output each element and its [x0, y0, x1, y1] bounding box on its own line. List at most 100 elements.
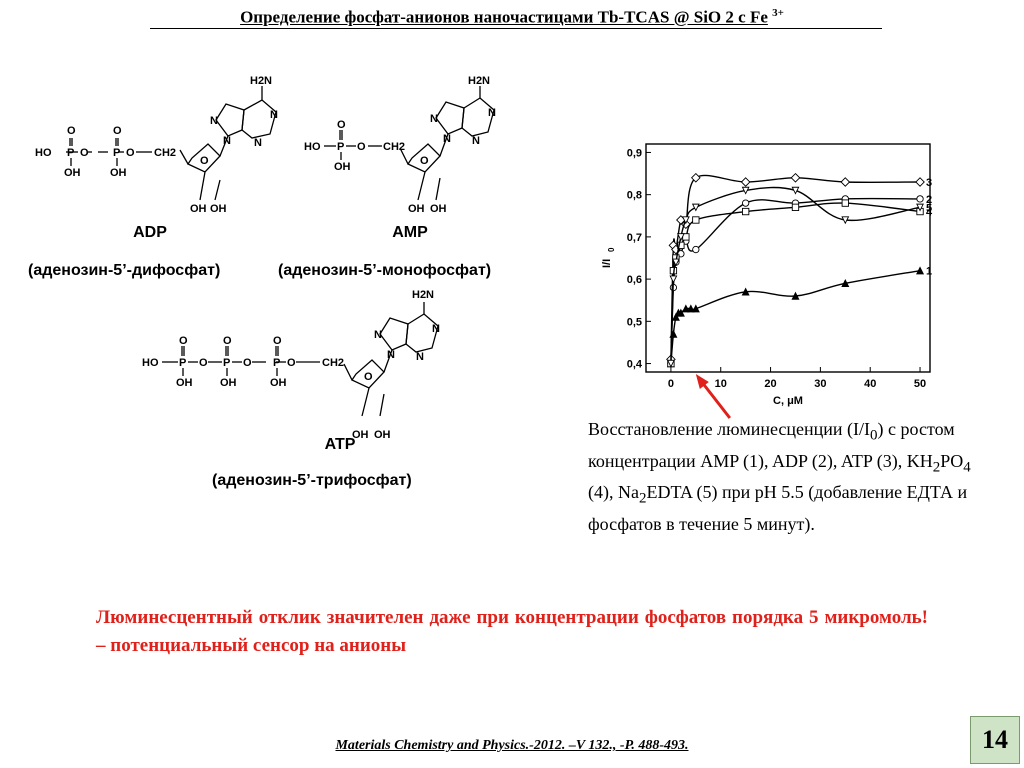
series-line-5	[670, 186, 921, 364]
y-axis-label-sub: 0	[607, 247, 616, 252]
caption-text: (4), Na	[588, 482, 639, 503]
data-point	[916, 266, 925, 275]
data-point	[686, 304, 695, 313]
series-line-3	[670, 174, 921, 360]
data-point	[681, 304, 690, 313]
atom-label: HO	[304, 141, 321, 153]
series-label-1: 1	[926, 266, 932, 278]
x-axis-label: C, μM	[773, 395, 803, 407]
atom-label: O	[287, 357, 296, 369]
data-point	[681, 219, 691, 230]
y-tick-label: 0,7	[627, 232, 642, 244]
atom-label: OH	[374, 429, 391, 441]
highlight-note: Люминесцентный отклик значителен даже пр…	[96, 607, 928, 656]
page-number-badge: 14	[970, 716, 1020, 764]
atom-label: OH	[64, 167, 81, 179]
title-text: Определение фосфат-анионов наночастицами…	[240, 7, 768, 27]
amp-name: (аденозин-5’-монофосфат)	[278, 262, 492, 279]
x-tick-label: 0	[668, 378, 674, 390]
atom-label: OH	[220, 377, 237, 389]
atom-label: N	[488, 107, 496, 119]
atom-label: O	[243, 357, 252, 369]
atom-label: N	[374, 329, 382, 341]
y-tick-label: 0,9	[627, 147, 642, 159]
data-point	[741, 186, 750, 195]
atom-label: P	[67, 147, 74, 159]
atom-label: O	[80, 147, 89, 159]
atom-label: O	[126, 147, 135, 159]
data-point	[681, 216, 690, 225]
data-point	[741, 199, 750, 207]
data-point	[676, 308, 685, 317]
atom-label: N	[432, 323, 440, 335]
data-point	[916, 195, 924, 203]
atom-label: OH	[190, 203, 207, 215]
x-tick-label: 40	[864, 378, 876, 390]
atom-label: N	[443, 133, 451, 145]
atom-label: O	[113, 125, 122, 137]
series-line-2	[670, 197, 921, 364]
atom-label: H2N	[250, 75, 272, 87]
atom-label: O	[364, 371, 373, 383]
atom-label: H2N	[468, 75, 490, 87]
x-tick-label: 50	[914, 378, 926, 390]
atom-label: O	[337, 119, 346, 131]
data-point	[692, 216, 700, 224]
data-point	[841, 216, 850, 225]
x-tick-label: 20	[764, 378, 776, 390]
reference: Materials Chemistry and Physics.-2012. –…	[335, 738, 689, 753]
data-point	[691, 203, 700, 212]
data-point	[690, 172, 701, 183]
caption-text: ) с ростом концентрации AMP (1), ADP (2)…	[588, 419, 955, 471]
atom-label: N	[472, 135, 480, 147]
atom-label: CH2	[383, 141, 405, 153]
data-point	[791, 203, 800, 211]
data-point	[677, 241, 685, 249]
caption-text: PO	[940, 450, 964, 471]
atom-label: N	[430, 113, 438, 125]
data-point	[741, 207, 750, 216]
atom-label: N	[270, 109, 278, 121]
y-tick-label: 0,8	[627, 190, 642, 202]
atom-label: O	[200, 155, 209, 167]
title-underline	[150, 28, 882, 29]
data-point	[666, 359, 675, 368]
adp-structure: HO P O OH O P O OH O CH2 O OH OH N N N N…	[35, 75, 278, 215]
atom-label: O	[67, 125, 76, 137]
atom-label: CH2	[154, 147, 176, 159]
x-tick-label: 30	[814, 378, 826, 390]
data-point	[841, 279, 850, 288]
x-tick-label: 10	[715, 378, 727, 390]
atom-label: OH	[176, 377, 193, 389]
atom-label: P	[223, 357, 230, 369]
atom-label: H2N	[412, 289, 434, 301]
adp-name: (аденозин-5’-дифосфат)	[28, 262, 221, 279]
amp-structure: HO P O OH O CH2 O OH OH N N N N H2N	[304, 75, 496, 215]
title-superscript: 3+	[772, 7, 784, 19]
caption-text: EDTA (5) при pH 5.5 (добавление ЕДТА и ф…	[588, 482, 968, 534]
data-point	[691, 304, 700, 313]
atom-label: P	[273, 357, 280, 369]
atom-label: HO	[35, 147, 52, 159]
atp-label: ATP	[324, 436, 356, 453]
atom-label: P	[113, 147, 120, 159]
atom-label: O	[357, 141, 366, 153]
data-point	[840, 177, 851, 187]
atom-label: P	[179, 357, 186, 369]
atom-label: O	[273, 335, 282, 347]
series-line-4	[670, 202, 921, 364]
adp-label: ADP	[133, 224, 167, 241]
data-point	[692, 245, 700, 254]
slide-title: Определение фосфат-анионов наночастицами…	[0, 7, 1024, 28]
atom-label: OH	[430, 203, 447, 215]
annotation-arrow-shaft	[700, 381, 732, 419]
atom-label: CH2	[322, 357, 344, 369]
caption-sub: 0	[870, 427, 878, 444]
chart-caption: Восстановление люминесценции (I/I0) с ро…	[588, 417, 998, 537]
series-label-4: 4	[926, 207, 933, 219]
data-point	[916, 203, 924, 212]
atom-label: HO	[142, 357, 159, 369]
atom-label: OH	[270, 377, 287, 389]
annotation-arrow-head	[695, 374, 709, 389]
